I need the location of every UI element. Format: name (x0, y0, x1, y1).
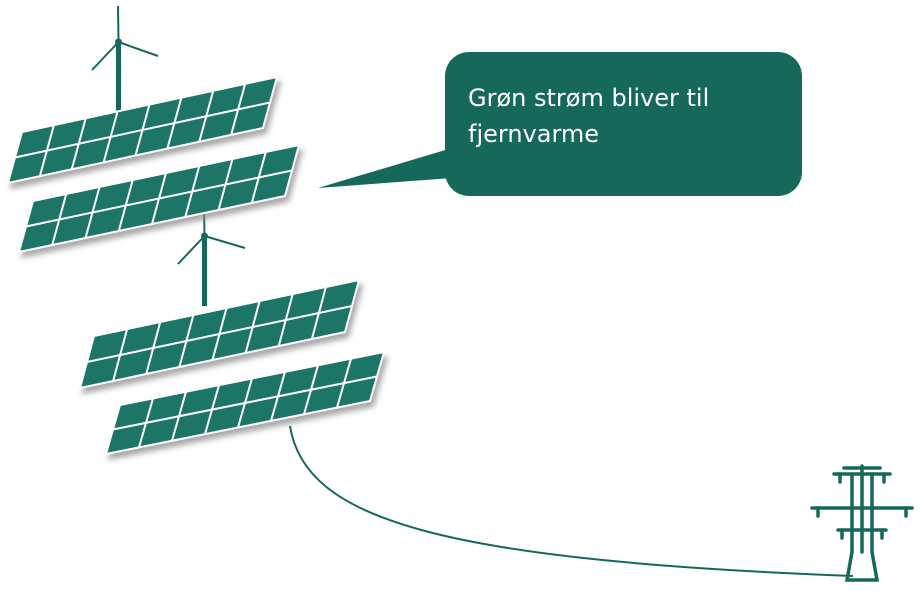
solar-panel-icon (104, 350, 386, 456)
speech-bubble-body (445, 52, 802, 196)
callout-text: Grøn strøm bliver til fjernvarme (468, 84, 710, 148)
solar-panel-icon (6, 75, 279, 185)
power-pylon-icon (810, 464, 914, 582)
solar-panel-gridline (14, 101, 271, 159)
solar-panel-array (6, 75, 386, 456)
power-cable (289, 425, 854, 577)
speech-bubble (318, 52, 802, 196)
speech-bubble-tail (318, 148, 452, 188)
wind-turbine-icon (177, 205, 246, 306)
solar-panel-gridline (112, 375, 378, 431)
solar-panel-gridline (25, 169, 293, 228)
solar-panel-icon (78, 278, 361, 390)
wind-turbine-icon (91, 5, 159, 114)
solar-panel-icon (17, 143, 301, 254)
solar-panel-gridline (86, 305, 353, 363)
